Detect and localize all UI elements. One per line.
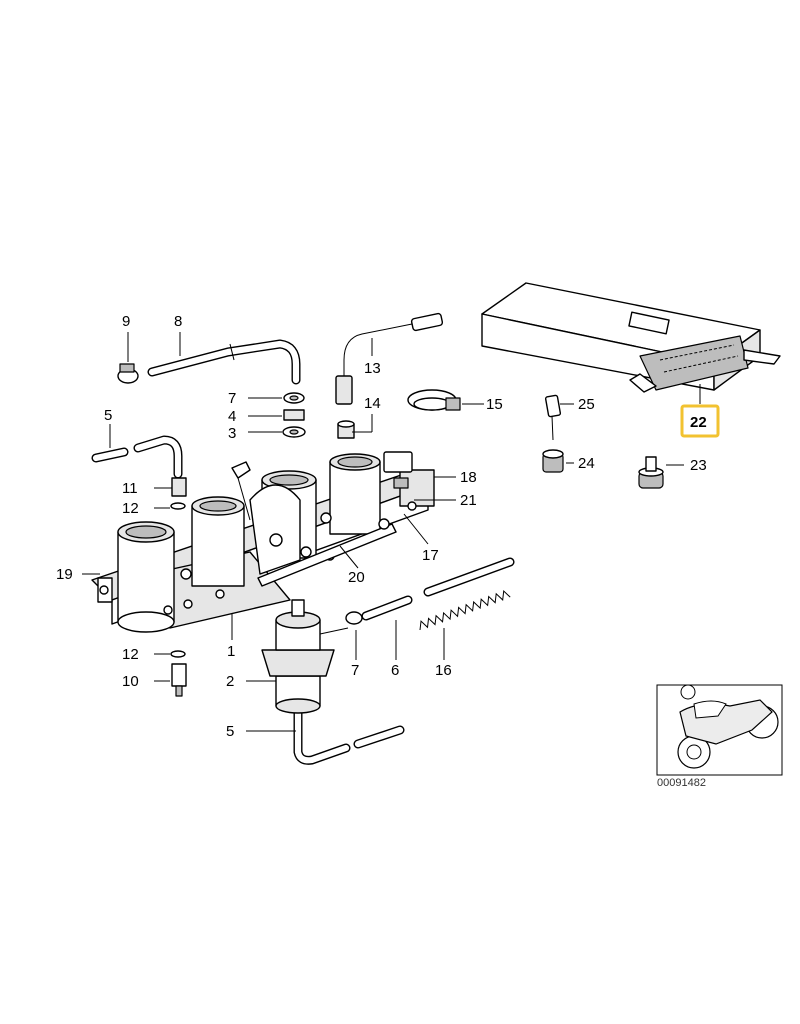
label-17[interactable]: 17: [422, 547, 439, 564]
label-16[interactable]: 16: [435, 662, 452, 679]
cap-11[interactable]: [171, 477, 187, 497]
label-8[interactable]: 8: [174, 313, 182, 330]
label-19[interactable]: 19: [56, 566, 73, 583]
sensor-10[interactable]: [171, 663, 187, 697]
label-22[interactable]: 22: [690, 414, 707, 431]
leader-lines: [82, 332, 701, 732]
label-18[interactable]: 18: [460, 469, 477, 486]
hose-8[interactable]: [147, 339, 301, 385]
label-20[interactable]: 20: [348, 569, 365, 586]
motorcycle-icon: [677, 684, 779, 769]
label-5b[interactable]: 5: [226, 723, 234, 740]
label-7b[interactable]: 7: [351, 662, 359, 679]
clamp-9[interactable]: [117, 363, 139, 384]
label-15[interactable]: 15: [486, 396, 503, 413]
sleeve-14[interactable]: [337, 420, 355, 439]
seal-12-lower[interactable]: [170, 650, 186, 658]
label-12a[interactable]: 12: [122, 500, 139, 517]
hose-6[interactable]: [361, 557, 515, 621]
nut-4[interactable]: [283, 409, 305, 421]
label-14[interactable]: 14: [364, 395, 381, 412]
seal-12-upper[interactable]: [170, 502, 186, 510]
label-5a[interactable]: 5: [104, 407, 112, 424]
label-12b[interactable]: 12: [122, 646, 139, 663]
bush-24[interactable]: [542, 449, 564, 473]
grommet-23[interactable]: [638, 456, 664, 489]
washer-3[interactable]: [282, 426, 306, 438]
reference-number: 00091482: [657, 777, 706, 789]
control-unit-22[interactable]: [481, 282, 781, 393]
throttle-body-assembly-1[interactable]: [91, 451, 435, 633]
ecu-connector-pins: [659, 344, 739, 373]
nut-7[interactable]: [283, 392, 305, 404]
label-7a[interactable]: 7: [228, 390, 236, 407]
label-4[interactable]: 4: [228, 408, 236, 425]
label-2[interactable]: 2: [226, 673, 234, 690]
label-6[interactable]: 6: [391, 662, 399, 679]
spring-16[interactable]: [417, 589, 511, 631]
label-13[interactable]: 13: [364, 360, 381, 377]
vehicle-thumbnail[interactable]: [656, 684, 783, 776]
pressure-regulator-2[interactable]: [261, 599, 349, 714]
clamp-15[interactable]: [407, 389, 461, 411]
label-3[interactable]: 3: [228, 425, 236, 442]
hose-5-lower[interactable]: [293, 703, 405, 765]
sensor-lead-13[interactable]: [335, 312, 444, 405]
label-21[interactable]: 21: [460, 492, 477, 509]
label-1[interactable]: 1: [227, 643, 235, 660]
part-labels: 9 8 7 4 3 5 11 12 19 1 12 10 2 5 7 6 16 …: [56, 313, 707, 740]
clamp-7[interactable]: [345, 611, 363, 625]
label-9[interactable]: 9: [122, 313, 130, 330]
label-11[interactable]: 11: [122, 480, 138, 497]
hose-5-upper[interactable]: [91, 435, 183, 479]
label-24[interactable]: 24: [578, 455, 595, 472]
highlight-box: [680, 404, 720, 438]
screw-25[interactable]: [544, 394, 562, 441]
label-23[interactable]: 23: [690, 457, 707, 474]
label-25[interactable]: 25: [578, 396, 595, 413]
label-10[interactable]: 10: [122, 673, 139, 690]
